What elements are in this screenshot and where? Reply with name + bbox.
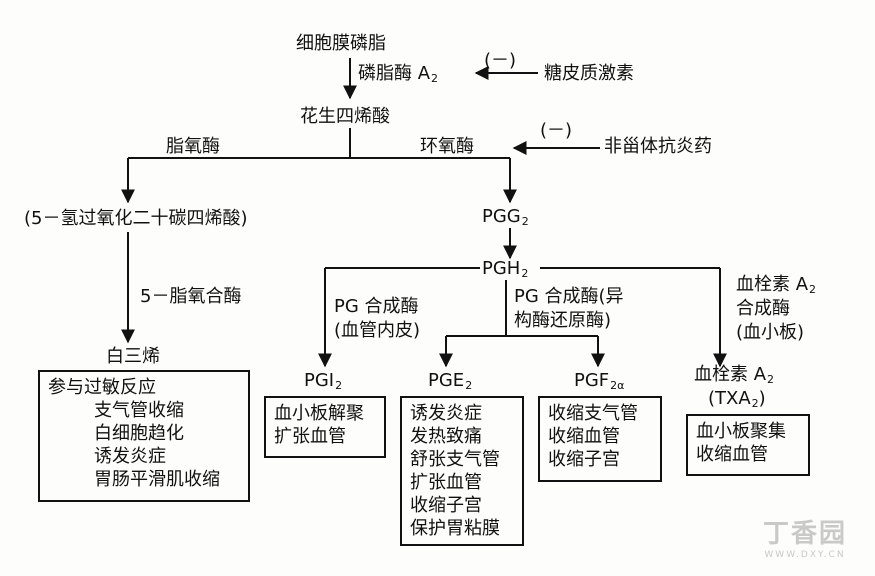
phospholipase-a2-text: 磷脂酶 A: [358, 63, 431, 84]
txa2-synthase-line1: 血栓素 A2: [736, 274, 816, 301]
txa2-effects-box: 血小板聚集 收缩血管: [686, 414, 810, 476]
pgi2-text: PGI: [304, 370, 335, 391]
pgf2a-subscript: 2α: [610, 379, 625, 392]
pge2-effect-item: 诱发炎症: [410, 403, 482, 424]
dxy-watermark: 丁香园 WWW.DXY.CN: [763, 513, 847, 560]
pg-synthase-isomerase-line1: PG 合成酶(异: [514, 286, 624, 307]
pge2-effect-item: 收缩子宫: [410, 495, 482, 516]
txa2-text: 血栓素 A: [694, 364, 767, 385]
txa2-abbr-subscript: 2: [751, 397, 759, 410]
txa2-synthase-line2: 合成酶: [736, 298, 790, 319]
pgi2-effects-box: 血小板解聚 扩张血管: [264, 396, 386, 458]
arachidonic-acid-label: 花生四烯酸: [300, 106, 390, 127]
txa2-synthase-text: 血栓素 A: [736, 274, 809, 295]
inhibit-mark-nsaid: (－): [540, 120, 573, 141]
pgg2-text: PGG: [482, 206, 521, 227]
pge2-effect-item: 扩张血管: [410, 472, 482, 493]
txa2-synthase-subscript: 2: [809, 283, 817, 296]
watermark-url: WWW.DXY.CN: [764, 550, 846, 560]
pgf2a-effect-item: 收缩血管: [548, 426, 620, 447]
pgi2-subscript: 2: [335, 379, 343, 392]
txa2-abbr-label: (TXA2): [708, 388, 766, 415]
glucocorticoid-label: 糖皮质激素: [544, 63, 634, 84]
pge2-effects-box: 诱发炎症 发热致痛 舒张支气管 扩张血管 收缩子宫 保护胃粘膜: [400, 396, 524, 546]
pg-synthase-vessel-line2: (血管内皮): [334, 320, 421, 341]
leukotriene-effect-item: 白细胞趋化: [94, 423, 184, 444]
phospholipase-a2-subscript: 2: [431, 72, 439, 85]
pgg2-subscript: 2: [521, 215, 529, 228]
txa2-abbr-text: (TXA: [708, 388, 751, 409]
leukotriene-effect-item: 支气管收缩: [94, 400, 184, 421]
pge2-effect-item: 保护胃粘膜: [410, 518, 500, 539]
pgh2-text: PGH: [482, 258, 521, 279]
txa2-synthase-line3: (血小板): [736, 322, 805, 343]
membrane-phospholipid-label: 细胞膜磷脂: [296, 33, 386, 54]
pgi2-label: PGI2: [304, 370, 342, 397]
leukotriene-effect-item: 参与过敏反应: [48, 377, 156, 398]
pgi2-effect-item: 血小板解聚: [274, 403, 364, 424]
pgg2-label: PGG2: [482, 206, 529, 233]
pgf2a-label: PGF2α: [574, 370, 624, 397]
pgf2a-text: PGF: [574, 370, 610, 391]
pg-synthase-isomerase-line2: 构酶还原酶): [514, 310, 612, 331]
leukotriene-effect-item: 诱发炎症: [94, 446, 166, 467]
pgf2a-effects-box: 收缩支气管 收缩血管 收缩子宫: [538, 396, 662, 482]
txa2-effect-item: 血小板聚集: [696, 421, 786, 442]
pgh2-subscript: 2: [521, 267, 529, 280]
pgi2-effect-item: 扩张血管: [274, 426, 346, 447]
pgf2a-effect-item: 收缩支气管: [548, 403, 638, 424]
txa2-effect-item: 收缩血管: [696, 444, 768, 465]
pge2-effect-item: 发热致痛: [410, 426, 482, 447]
pge2-effect-item: 舒张支气管: [410, 449, 500, 470]
five-lipoxygenase-label: 5－脂氧合酶: [140, 286, 242, 307]
pgh2-label: PGH2: [482, 258, 528, 285]
pge2-subscript: 2: [465, 379, 473, 392]
pge2-label: PGE2: [428, 370, 472, 397]
pg-synthase-vessel-line1: PG 合成酶: [334, 296, 419, 317]
txa2-subscript: 2: [767, 373, 775, 386]
pgf2a-effect-item: 收缩子宫: [548, 449, 620, 470]
txa2-label: 血栓素 A2: [694, 364, 774, 391]
leukotriene-label: 白三烯: [106, 346, 160, 367]
inhibit-mark-glucocorticoid: (－): [484, 50, 517, 71]
watermark-logo: 丁香园: [762, 519, 847, 549]
hpete-label: (5－氢过氧化二十碳四烯酸): [24, 208, 248, 229]
lipoxygenase-label: 脂氧酶: [166, 136, 220, 157]
pge2-text: PGE: [428, 370, 465, 391]
cyclooxygenase-label: 环氧酶: [420, 136, 474, 157]
nsaid-label: 非甾体抗炎药: [604, 136, 712, 157]
leukotriene-effects-box: 参与过敏反应 支气管收缩 白细胞趋化 诱发炎症 胃肠平滑肌收缩: [38, 370, 250, 502]
leukotriene-effect-item: 胃肠平滑肌收缩: [94, 469, 220, 490]
txa2-abbr-close: ): [758, 388, 766, 409]
phospholipase-a2-label: 磷脂酶 A2: [358, 63, 438, 90]
